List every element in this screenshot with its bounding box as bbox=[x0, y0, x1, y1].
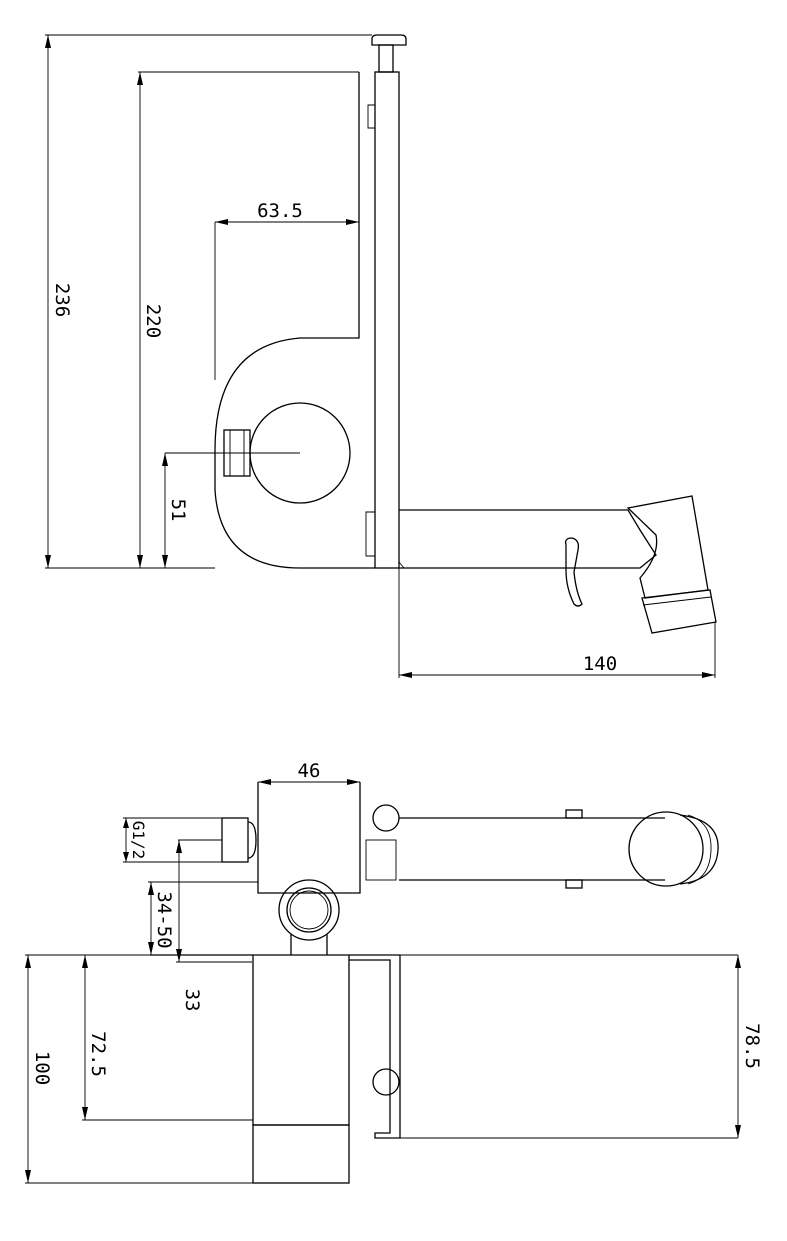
top-knurled-base bbox=[252, 1124, 350, 1184]
dim-g1-2-label: G1/2 bbox=[129, 821, 148, 860]
top-handle-ring-inner bbox=[286, 887, 332, 933]
top-screw-upper bbox=[372, 804, 400, 832]
top-inlet-cap bbox=[247, 821, 257, 859]
top-handle-ring-outer bbox=[278, 879, 340, 941]
dim-220-label: 220 bbox=[142, 304, 164, 338]
top-bracket-plate bbox=[365, 839, 397, 881]
top-view: 46 34-50 bbox=[25, 760, 763, 1184]
top-spout-tab-lower bbox=[565, 879, 583, 889]
side-spout bbox=[399, 509, 657, 569]
top-spray-head bbox=[628, 811, 704, 887]
top-spout bbox=[399, 817, 665, 881]
dim-236-label: 236 bbox=[51, 283, 73, 317]
side-view: 236 220 63.5 51 140 bbox=[45, 34, 717, 678]
side-lever bbox=[564, 537, 583, 607]
side-column-notch-top bbox=[367, 104, 375, 129]
dim-140-label: 140 bbox=[583, 653, 617, 675]
dim-46-label: 46 bbox=[298, 760, 321, 782]
top-spray-rim bbox=[679, 814, 719, 885]
side-top-cap bbox=[371, 34, 407, 46]
top-screw-lower bbox=[372, 1068, 400, 1096]
top-body bbox=[252, 955, 350, 1126]
side-mounting-column bbox=[374, 71, 400, 569]
dim-63-5-label: 63.5 bbox=[257, 200, 303, 222]
side-body-outline bbox=[214, 72, 375, 569]
dim-51-label: 51 bbox=[167, 499, 189, 522]
side-spray-head bbox=[626, 495, 709, 599]
dim-72-5-label: 72.5 bbox=[87, 1031, 109, 1077]
top-bracket bbox=[349, 955, 401, 1139]
dim-33-label: 33 bbox=[181, 989, 203, 1012]
dim-34-50-label: 34-50 bbox=[153, 891, 175, 948]
dim-100-label: 100 bbox=[31, 1051, 53, 1085]
dim-78-5-label: 78.5 bbox=[741, 1023, 763, 1069]
top-handle-box bbox=[257, 782, 361, 894]
side-column-notch-bottom bbox=[365, 511, 375, 557]
side-top-pin bbox=[378, 44, 394, 73]
side-spray-nozzle bbox=[641, 589, 717, 634]
top-inlet-nut bbox=[221, 817, 249, 863]
top-handle-stem bbox=[290, 934, 328, 955]
top-spout-tab-upper bbox=[565, 809, 583, 819]
